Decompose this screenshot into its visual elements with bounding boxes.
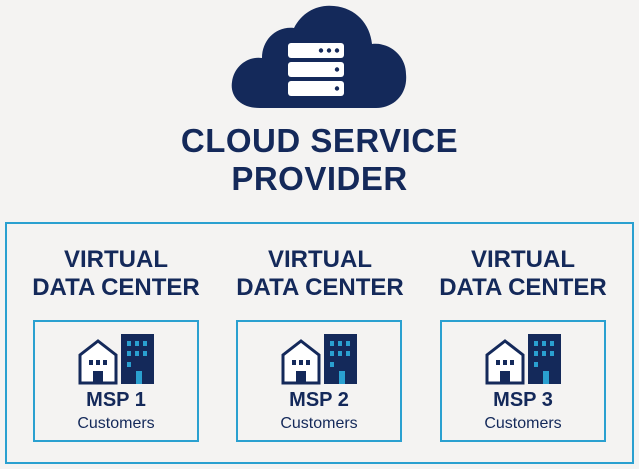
vdc-heading-1: VIRTUAL DATA CENTER [16,246,216,302]
provider-title-line1: CLOUD SERVICE [180,122,459,159]
vdc-heading-line1: VIRTUAL [268,246,372,273]
vdc-heading-line2: DATA CENTER [32,274,200,301]
msp-box-2: MSP 2 Customers [236,320,402,442]
msp-box-3: MSP 3 Customers [440,320,606,442]
msp-customers-label: Customers [280,415,358,432]
msp-box-1: MSP 1 Customers [33,320,199,442]
house-icon [78,339,118,385]
msp-name: MSP 1 [86,389,146,411]
provider-title-line2: PROVIDER [231,160,408,197]
server-stack-icon [288,43,344,96]
house-icon [485,339,525,385]
office-tower-icon [121,334,154,384]
provider-container [5,222,634,464]
office-tower-icon [528,334,561,384]
msp-name: MSP 3 [493,389,553,411]
vdc-heading-line2: DATA CENTER [236,274,404,301]
msp-customers-label: Customers [484,415,562,432]
msp-customers-label: Customers [77,415,155,432]
house-icon [281,339,321,385]
vdc-heading-line1: VIRTUAL [64,246,168,273]
vdc-heading-line1: VIRTUAL [471,246,575,273]
buildings-icon [281,334,357,385]
office-tower-icon [324,334,357,384]
vdc-heading-3: VIRTUAL DATA CENTER [423,246,623,302]
buildings-icon [78,334,154,385]
buildings-icon [485,334,561,385]
vdc-heading-line2: DATA CENTER [439,274,607,301]
vdc-heading-2: VIRTUAL DATA CENTER [220,246,420,302]
msp-name: MSP 2 [289,389,349,411]
cloud-server-icon [231,5,407,109]
